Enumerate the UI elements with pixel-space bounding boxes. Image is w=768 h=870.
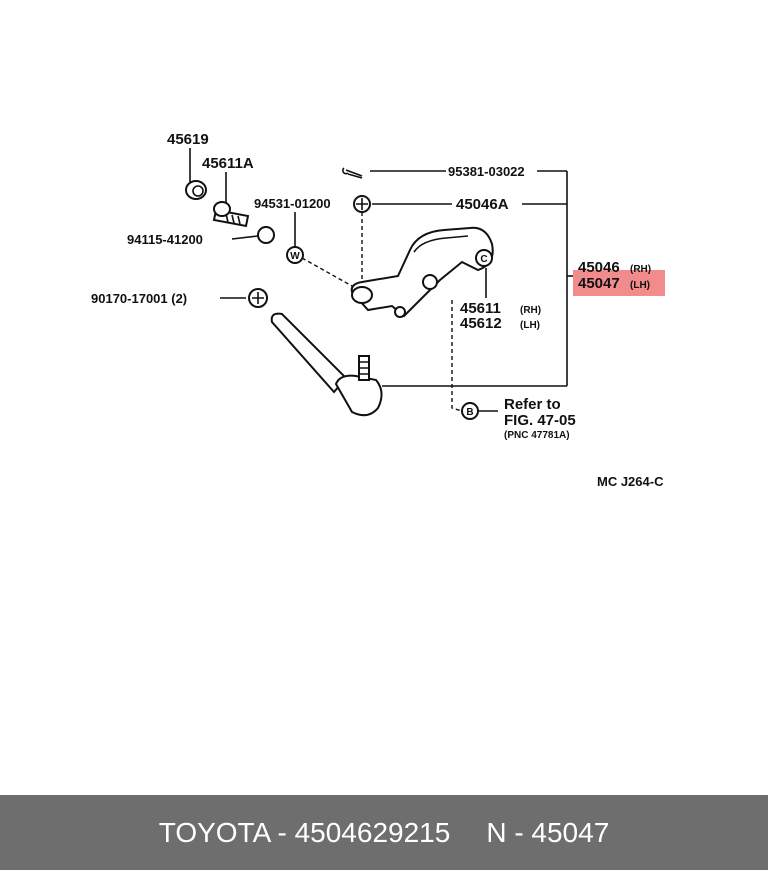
- parts-diagram: W C B 45619 45611A 94531-01200 94115-412…: [91, 131, 665, 489]
- label-45619: 45619: [167, 131, 209, 148]
- label-45046a: 45046A: [456, 196, 509, 213]
- dash-washer: [301, 257, 353, 287]
- label-90170: 90170-17001 (2): [91, 291, 187, 306]
- bushing-c-icon: [475, 249, 493, 267]
- footer-brand-part: TOYOTA - 4504629215: [158, 816, 451, 848]
- label-95381: 95381-03022: [448, 164, 525, 179]
- castle-nut-slots: [356, 198, 368, 210]
- label-94531: 94531-01200: [254, 196, 331, 211]
- label-45047: 45047: [578, 275, 620, 292]
- mount-hole-icon: [394, 306, 406, 318]
- refer-line-2: FIG. 47-05: [504, 412, 576, 429]
- nut-94115-icon: [257, 226, 275, 244]
- bolt-threads: [225, 213, 241, 225]
- pivot-hole-icon: [422, 274, 438, 290]
- bolt-boss-icon: [351, 286, 373, 304]
- idler-arm-bracket-icon: [350, 226, 494, 318]
- refer-line-3: (PNC 47781A): [504, 430, 570, 441]
- ball-joint-icon: [334, 374, 383, 417]
- label-45612-side: (LH): [520, 320, 540, 331]
- marker-w: W: [290, 251, 300, 262]
- label-45047-side: (LH): [630, 280, 650, 291]
- marker-c: C: [480, 254, 487, 265]
- label-45611-side: (RH): [520, 305, 541, 316]
- bracket-edge: [413, 235, 469, 253]
- washer-marker-icon: [286, 246, 304, 264]
- refer-line-1: Refer to: [504, 396, 561, 413]
- highlight-45047: [573, 270, 665, 296]
- label-45612: 45612: [460, 315, 502, 332]
- bolt-45611a-head: [213, 201, 231, 217]
- label-45611: 45611: [460, 300, 501, 317]
- cotter-pin-icon: [342, 167, 363, 179]
- label-45046: 45046: [578, 259, 620, 276]
- stud-threads: [359, 361, 369, 375]
- marker-b: B: [466, 407, 473, 418]
- grease-nut-cross: [252, 292, 264, 304]
- diagram-code: MC J264-C: [597, 474, 664, 489]
- label-45046-side: (RH): [630, 264, 651, 275]
- leader-94115: [231, 235, 259, 240]
- tie-rod-arm-icon: [270, 312, 348, 394]
- footer-bar: TOYOTA - 4504629215 N - 45047: [0, 795, 768, 870]
- label-45611a: 45611A: [202, 155, 254, 172]
- refer-marker-icon: [461, 402, 479, 420]
- label-94115: 94115-41200: [127, 232, 203, 247]
- nut-45619-hole: [192, 185, 204, 197]
- dash-refer: [451, 300, 463, 412]
- footer-pnc: N - 45047: [486, 816, 610, 848]
